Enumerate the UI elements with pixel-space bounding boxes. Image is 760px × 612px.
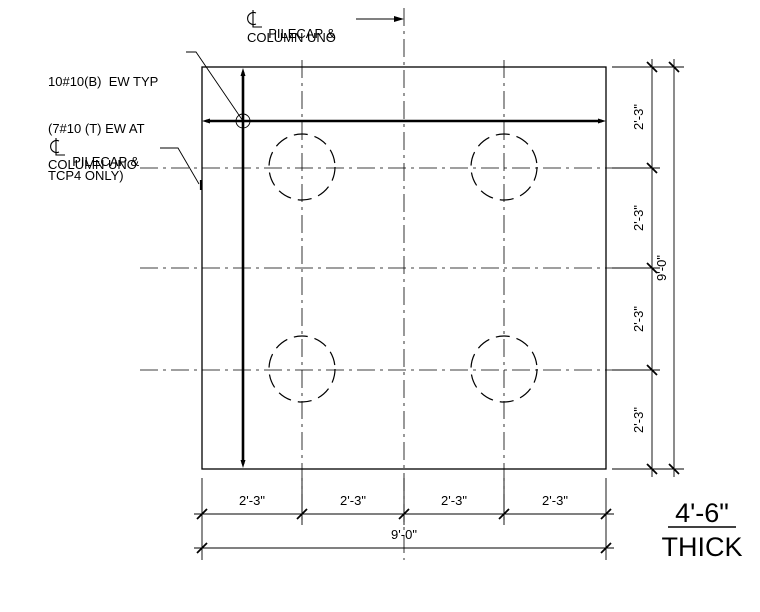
- centerline-symbol-icon: [247, 10, 262, 28]
- right-dim-text: 2'-3": [631, 407, 646, 433]
- top-cl-label-line1: PILECAP &: [268, 26, 336, 41]
- left-cl-label-line1: PILECAP &: [72, 154, 140, 169]
- thickness-word: THICK: [662, 532, 743, 562]
- rebar-callout-line3: TCP4 ONLY): [48, 168, 124, 183]
- right-dim-text: 2'-3": [631, 306, 646, 332]
- top-cl-label-second-line: COLUMN UNO: [247, 30, 336, 45]
- bottom-dim-text: 2'-3": [542, 493, 568, 508]
- pile-circle: [470, 335, 538, 403]
- pile-circle: [470, 133, 538, 201]
- rebar-callout: 10#10(B) EW TYP (7#10 (T) EW AT TCP4 ONL…: [48, 44, 158, 198]
- left-cl-label: PILECAP &: [48, 139, 139, 169]
- left-cl-leader: [160, 147, 200, 185]
- rebar-callout-line2: (7#10 (T) EW AT: [48, 121, 145, 136]
- bottom-dim-text: 2'-3": [441, 493, 467, 508]
- centerline-symbol-icon: [50, 138, 65, 156]
- bottom-dim-text: 2'-3": [239, 493, 265, 508]
- top-cl-leader: [356, 16, 404, 22]
- right-dim-text: 2'-3": [631, 104, 646, 130]
- bottom-dimension-ticks: [196, 508, 612, 554]
- pile-circles: [268, 133, 538, 403]
- pile-circle: [268, 335, 336, 403]
- center-lines: [140, 8, 660, 560]
- bottom-dim-text: 2'-3": [340, 493, 366, 508]
- rebar-callout-line1: 10#10(B) EW TYP: [48, 74, 159, 89]
- bottom-overall-dim-text: 9'-0": [391, 527, 417, 542]
- top-cl-label: PILECAP &: [247, 11, 335, 41]
- bottom-dimension-lines: [194, 478, 614, 560]
- thickness-value: 4'-6": [675, 498, 729, 528]
- right-dimension-lines: [612, 59, 684, 477]
- left-cl-label-second-line: COLUMN UNO: [48, 157, 137, 172]
- right-dimension-ticks: [646, 61, 680, 475]
- rebar-lines: [202, 68, 606, 468]
- pile-circle: [268, 133, 336, 201]
- right-dim-text: 2'-3": [631, 205, 646, 231]
- right-overall-dim-text: 9'-0": [654, 255, 669, 281]
- rebar-callout-leader: [186, 51, 251, 129]
